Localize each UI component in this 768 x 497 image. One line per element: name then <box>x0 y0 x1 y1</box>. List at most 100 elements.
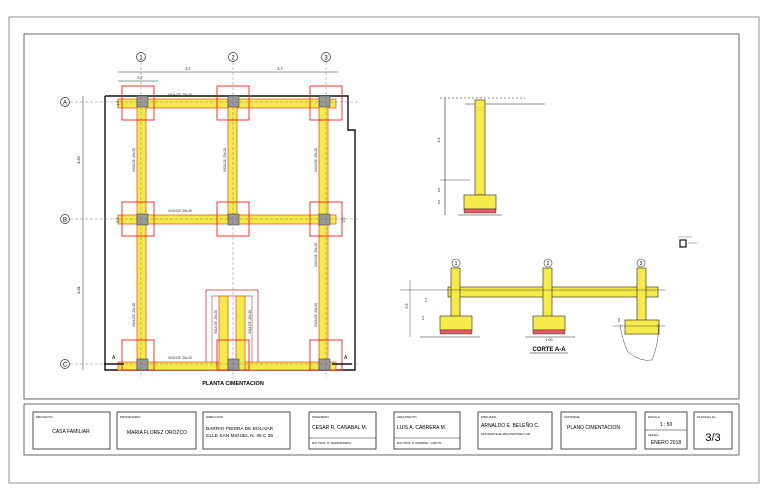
date-label: FECHA <box>648 433 658 437</box>
section-column <box>450 267 461 319</box>
axis-label: A <box>63 101 67 107</box>
axis-bubbles-top: 1 2 3 <box>136 52 331 62</box>
axis-label: 2 <box>547 261 550 267</box>
axis-label: C <box>63 363 68 369</box>
cell-sub: ESTUDIANTE DE ARQUITECTURA U.NID <box>481 432 531 436</box>
plate-cell <box>693 411 733 450</box>
title-cell <box>477 411 553 450</box>
beam-label: VIGA DE .25x.20 <box>214 310 218 334</box>
axis-label: 1 <box>139 56 143 62</box>
section-title: CORTE A-A <box>532 347 566 353</box>
cell-value: MARIA FLOREZ OROZCO <box>127 430 187 436</box>
section-a-a: 1 2 3 0.5 0.3 1.00 1.2 0.5 CORTE A-A <box>400 258 665 361</box>
cell-value: ARNALDO E. BELEÑO C. <box>481 422 539 429</box>
dimension-label: 1.00 <box>546 338 553 342</box>
plate-label: PLANCHA No. <box>697 415 717 419</box>
axis-label: 3 <box>324 56 328 62</box>
section-footing <box>532 315 566 331</box>
section-mark: A <box>344 355 348 361</box>
cell-value: LUIS A. CABRERA M. <box>397 425 446 431</box>
section-column <box>636 267 647 324</box>
outer-border <box>8 16 760 484</box>
cell-label: PROPIETARIO <box>120 415 141 419</box>
dimension-label: 2.4 <box>437 138 441 143</box>
cell-label: INGENIERO <box>312 415 330 419</box>
cell-label: DIBUJADO <box>481 415 497 419</box>
column <box>136 213 149 226</box>
column <box>318 358 331 371</box>
column <box>318 213 331 226</box>
dimension-label: 0.7 <box>137 75 143 80</box>
axis-label: B <box>63 218 67 224</box>
axis-label: 3 <box>640 261 643 267</box>
beam-label: VIGA DE .25x.20 <box>314 243 318 267</box>
section-mark: A <box>112 355 116 361</box>
beam-label: VIGA DE .25x.20 <box>168 209 192 213</box>
slab-outline <box>104 95 356 371</box>
cell-sub: MAT. PROF. N° 13240000001BOL <box>312 441 352 445</box>
title-block: PROYECTO CASA FAMILIAR PROPIETARIO MARIA… <box>23 403 740 456</box>
drawing-frame <box>23 33 740 400</box>
dimension-label: 3.7 <box>185 66 191 71</box>
section-footing <box>624 319 660 335</box>
section-footing <box>439 315 473 331</box>
scale-date-cell <box>644 411 688 450</box>
cell-value: CASA FAMILIAR <box>52 429 90 435</box>
dimension-label: 0.5 <box>617 318 621 323</box>
scale-value: 1 : 50 <box>660 422 673 428</box>
column <box>136 95 149 108</box>
column <box>318 95 331 108</box>
dimension-label: 0.5 <box>437 200 441 205</box>
dimension-label: 0.5 <box>437 188 441 193</box>
plate-number: 3/3 <box>705 432 720 444</box>
title-cell <box>32 411 111 450</box>
beam-label: VIGA DE .25x.20 <box>168 93 192 97</box>
cell-sub: MAT. PROF. N° A00000001 - CNATYR <box>397 441 441 445</box>
beam-label: VIGA DE .25x.20 <box>314 303 318 327</box>
cell-value: PLANO CIMENTACION <box>567 425 620 431</box>
title-cell <box>202 411 291 450</box>
rock-fill <box>619 323 659 361</box>
cell-label: CONTIENE <box>564 415 580 419</box>
title-cell <box>393 411 461 450</box>
dimension-label: 1.0 <box>116 218 120 223</box>
dimension-top: 0.7 3.7 3.7 <box>118 66 338 82</box>
section-column <box>542 267 553 319</box>
axis-label: 2 <box>231 56 235 62</box>
stirrup-detail <box>678 236 697 248</box>
axis-bubbles-left: A B C <box>60 97 70 369</box>
dimension-label: 1.2 <box>424 298 428 303</box>
scale-label: ESCALA <box>648 415 660 419</box>
dimension-left: 3.82 4.81 1.0 1.0 1.0 <box>76 96 346 370</box>
beam-label: VIGA DE .25x.20 <box>223 148 227 172</box>
dimension-label: 0.3 <box>421 316 425 321</box>
cell-label: ARQUITECTO <box>397 415 417 419</box>
beam-label: VIGA DE .25x.20 <box>132 148 136 172</box>
beam-labels: VIGA DE .25x.20 VIGA DE .25x.20 VIGA DE … <box>132 93 318 360</box>
dimension-label: 3.7 <box>277 66 283 71</box>
column <box>136 358 149 371</box>
column <box>227 95 240 108</box>
wall-footing-detail: 2.4 0.5 0.5 <box>437 97 545 216</box>
footing <box>121 85 155 121</box>
beam-label: VIGA DE .25x.20 <box>168 356 192 360</box>
dimension-label: 1.0 <box>342 218 346 223</box>
cell-value: CESAR R. CANABAL M. <box>312 425 367 431</box>
foundation-plan: 1 2 3 A B C 0.7 3.7 3.7 3.82 4.81 <box>60 52 360 387</box>
cell-label: DIRECCION <box>206 415 223 419</box>
title-cell <box>116 411 197 450</box>
date-value: ENERO 2018 <box>651 440 682 446</box>
beams-vertical <box>136 98 329 371</box>
wall-column <box>474 99 486 196</box>
dimension-label: 0.5 <box>405 304 409 309</box>
plan-title: PLANTA CIMENTACION <box>202 381 264 387</box>
beam-label: VIGA DE .25x.20 <box>248 310 252 334</box>
column <box>227 358 240 371</box>
section-cut: A A <box>104 355 352 365</box>
title-cell <box>560 411 637 450</box>
title-cell <box>308 411 377 450</box>
footing-section <box>463 194 497 210</box>
dimension-label: 1.0 <box>116 101 120 106</box>
